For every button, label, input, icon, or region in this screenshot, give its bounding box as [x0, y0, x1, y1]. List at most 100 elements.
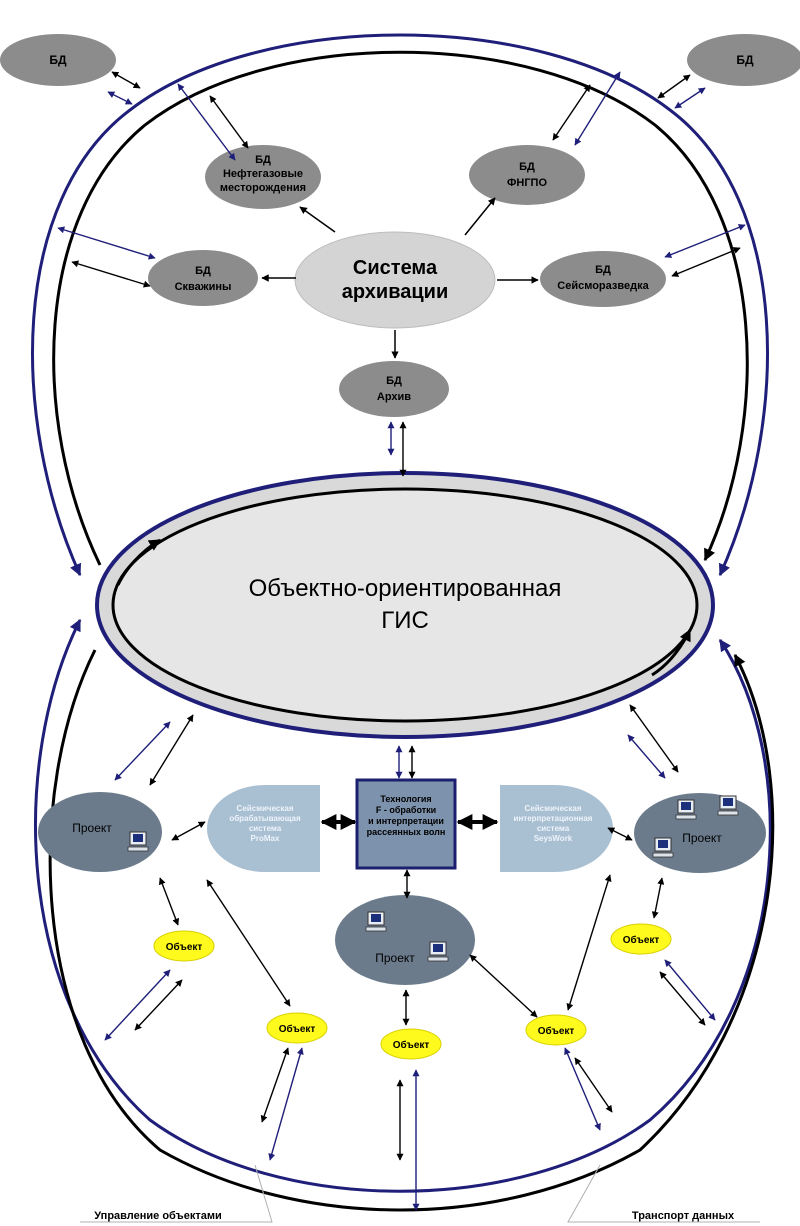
upper-ring-blue — [31, 33, 769, 577]
lower-ring-blue — [34, 618, 772, 1193]
gis-inner-arrow-right — [651, 628, 692, 677]
object-5: Объект — [610, 923, 672, 955]
double-arrow-icon — [107, 91, 133, 105]
computer-icon — [365, 911, 387, 932]
db-seismic-l2: Сейсморазведка — [557, 280, 649, 292]
tech-l4: рассеянных волн — [367, 827, 446, 837]
object-2: Объект — [266, 1012, 328, 1044]
arrow-to-oil-gas — [299, 206, 336, 233]
double-arrow-icon — [57, 226, 156, 260]
tech-l2: F - обработки — [376, 805, 436, 815]
project-center: Проект — [335, 895, 475, 985]
arrow-to-fngpo — [464, 197, 496, 236]
system-promax: Сейсмическая обрабатывающая система ProM… — [207, 785, 320, 872]
db-oil-gas-l2: Нефтегазовые — [223, 168, 303, 180]
promax-l1: Сейсмическая — [237, 804, 294, 813]
db-oil-gas-fields: БД Нефтегазовые месторождения — [205, 145, 321, 209]
seisworks-l3: система — [537, 824, 570, 833]
caption-pointers — [80, 1164, 760, 1223]
double-arrow-icon — [158, 877, 180, 926]
gis-title-line1: Объектно-ориентированная — [249, 575, 562, 602]
db-top-right-label: БД — [736, 53, 754, 67]
double-arrow-icon — [209, 95, 249, 149]
object-4: Объект — [525, 1014, 587, 1046]
project-center-label: Проект — [375, 951, 415, 965]
db-oil-gas-l1: БД — [255, 154, 271, 166]
double-arrow-icon — [71, 260, 151, 288]
computer-icon — [127, 831, 149, 852]
computer-icon — [717, 795, 739, 816]
computer-icon — [675, 799, 697, 820]
upper-ring-black — [52, 50, 749, 566]
db-archive-l2: Архив — [377, 391, 411, 403]
db-fngpo-l2: ФНГПО — [507, 177, 547, 189]
object-1-label: Объект — [166, 941, 203, 953]
db-seismic-survey: БД Сейсморазведка — [540, 251, 666, 307]
double-arrow-icon — [268, 1047, 304, 1161]
double-arrow-icon — [574, 1057, 613, 1113]
double-arrow-icon — [104, 969, 171, 1041]
db-fngpo: БД ФНГПО — [469, 145, 585, 205]
promax-l4: ProMax — [251, 834, 280, 843]
caption-data-transport: Транспорт данных — [632, 1210, 735, 1222]
top-double-arrows — [57, 71, 746, 477]
bottom-double-arrows — [104, 704, 716, 1211]
double-arrow-icon — [177, 83, 236, 161]
object-5-label: Объект — [623, 934, 660, 946]
double-arrow-icon — [171, 821, 206, 841]
computer-icon — [427, 941, 449, 962]
double-arrow-icon — [111, 71, 141, 89]
project-right-label: Проект — [682, 831, 722, 845]
double-arrow-icon — [629, 704, 679, 773]
double-arrow-icon — [657, 74, 691, 99]
db-wells-l1: БД — [195, 265, 211, 277]
outer-rings — [31, 33, 775, 1212]
project-left-label: Проект — [72, 821, 112, 835]
gis-title-line2: ГИС — [381, 607, 429, 634]
tech-l1: Технология — [380, 794, 431, 804]
seisworks-l2: интерпретационная — [514, 814, 593, 823]
db-wells: БД Скважины — [148, 250, 258, 306]
seisworks-l1: Сейсмическая — [525, 804, 582, 813]
caption-object-management: Управление объектами — [94, 1210, 221, 1222]
double-arrow-icon — [564, 1047, 601, 1131]
db-wells-l2: Скважины — [175, 281, 232, 293]
archive-arrows — [261, 197, 539, 359]
double-arrow-icon — [114, 721, 171, 781]
seisworks-l4: SeysWork — [534, 834, 573, 843]
promax-l2: обрабатывающая — [229, 814, 301, 823]
technology-box: Технология F - обработки и интерпретации… — [355, 778, 457, 870]
lower-ring-black — [48, 649, 775, 1212]
double-arrow-icon — [664, 959, 716, 1021]
tech-l3: и интерпретации — [368, 816, 444, 826]
double-arrow-icon — [651, 877, 665, 919]
gis-node: Объектно-ориентированная ГИС — [95, 471, 715, 739]
db-seismic-l1: БД — [595, 264, 611, 276]
gis-inner-ellipse — [111, 487, 699, 723]
double-arrow-icon — [134, 979, 183, 1031]
object-3: Объект — [380, 1028, 442, 1060]
double-arrow-icon — [674, 87, 706, 109]
double-arrow-icon — [552, 84, 591, 141]
archive-system-line2: архивации — [342, 281, 449, 303]
double-arrow-icon — [671, 247, 741, 277]
double-arrow-icon — [659, 971, 706, 1026]
object-2-label: Объект — [279, 1023, 316, 1035]
gis-inner-arrow-left — [116, 538, 162, 586]
project-left: Проект — [38, 792, 162, 872]
archive-system-line1: Система — [353, 257, 438, 279]
db-top-left: БД — [0, 34, 116, 86]
object-1: Объект — [153, 930, 215, 962]
db-oil-gas-l3: месторождения — [220, 182, 306, 194]
db-top-right: БД — [687, 34, 800, 86]
system-seisworks: Сейсмическая интерпретационная система S… — [500, 785, 613, 872]
db-top-left-label: БД — [49, 53, 67, 67]
double-arrow-icon — [607, 827, 633, 841]
db-archive-l1: БД — [386, 375, 402, 387]
object-4-label: Объект — [538, 1025, 575, 1037]
double-arrow-icon — [627, 734, 666, 779]
db-archive: БД Архив — [339, 361, 449, 417]
double-arrow-icon — [469, 954, 538, 1018]
double-arrow-icon — [149, 714, 194, 786]
